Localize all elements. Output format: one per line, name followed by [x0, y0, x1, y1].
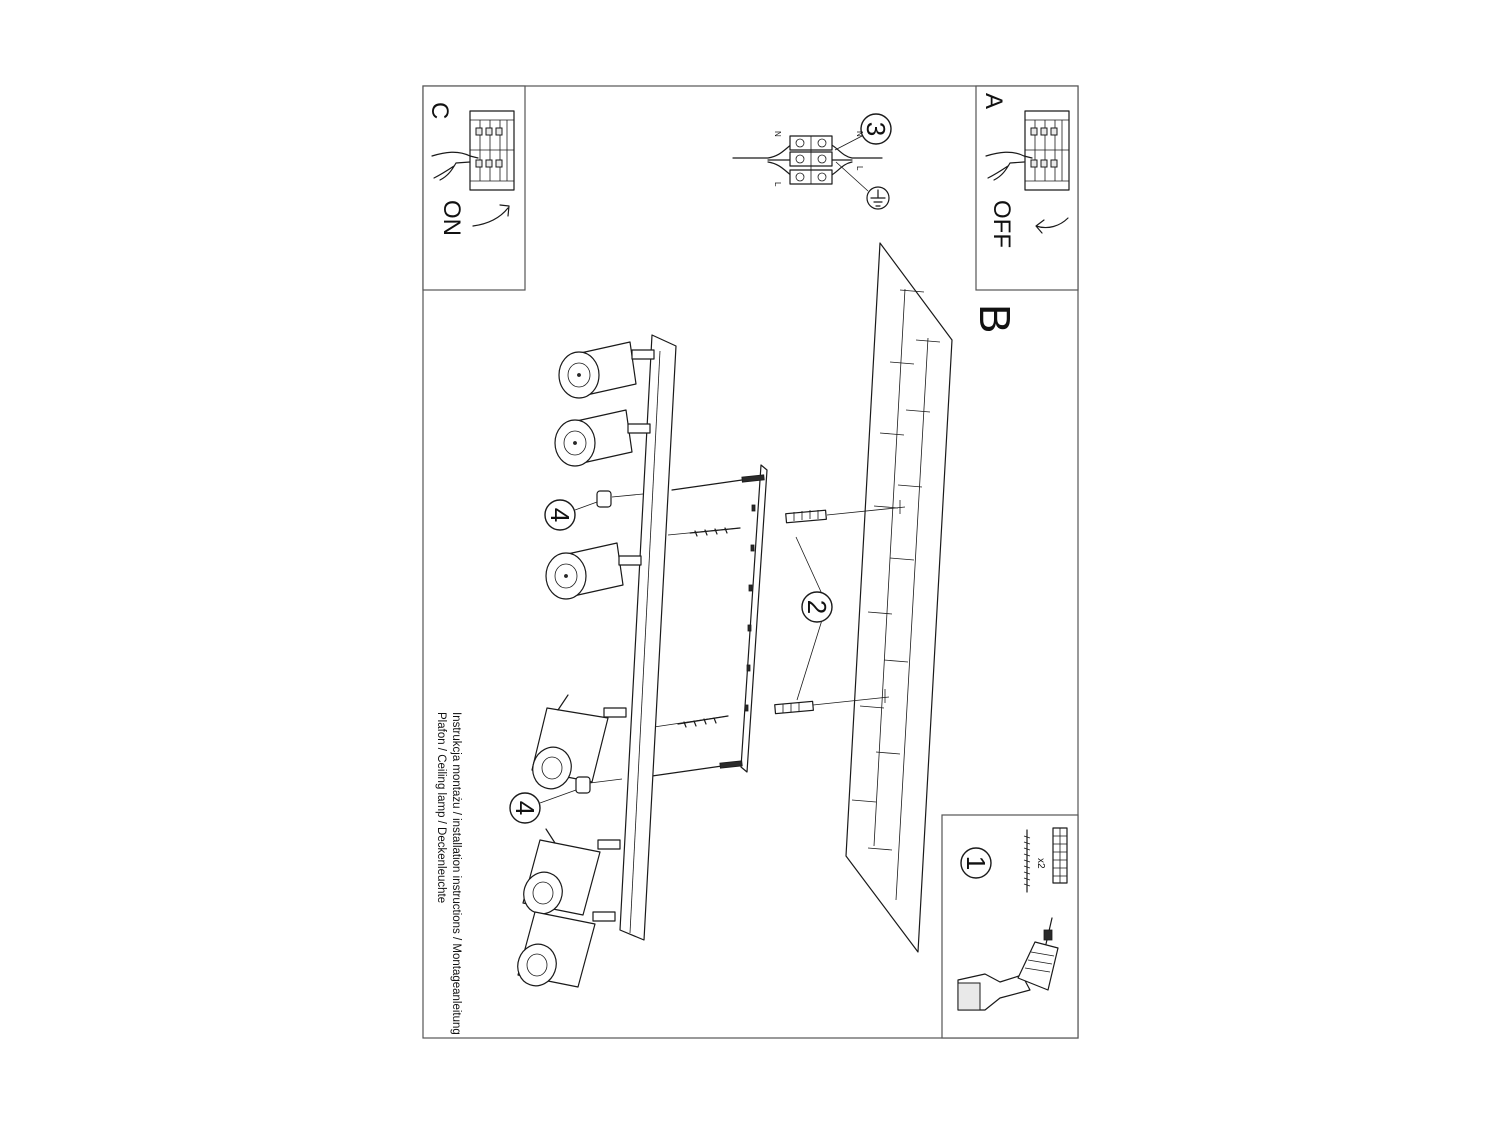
fuse-box-icon: [469, 110, 515, 191]
svg-text:4: 4: [545, 508, 575, 522]
panel-c-letter: C: [426, 102, 453, 119]
ceiling-tiles: [845, 242, 953, 953]
panel-a-letter: A: [980, 93, 1007, 109]
svg-text:4: 4: [510, 801, 540, 815]
wall-plug-lower: [774, 689, 890, 715]
panel-1-tools: 1 x2: [941, 814, 1079, 1039]
spotlight-5: [522, 828, 621, 916]
lamp-base-plate: [619, 334, 677, 941]
hand-icon: [985, 151, 1033, 181]
rotate-arrow-icon: [472, 204, 510, 227]
wiring-diagram: 3 N N L L: [732, 113, 892, 210]
panel-a-power-off: A OFF: [975, 85, 1079, 291]
spotlight-6: [517, 911, 616, 988]
step-4-callout-lower: 4: [509, 789, 577, 824]
screw-lower-base: [653, 715, 729, 728]
terminal-label-l-left: L: [773, 182, 782, 187]
spotlight-4: [531, 694, 627, 790]
wall-plug-upper: [785, 500, 906, 524]
rotate-arrow-icon: [1035, 217, 1069, 234]
panel-c-power-on: C ON: [422, 85, 526, 291]
screw-upper-bracket: [671, 474, 765, 491]
screw-icon: [1023, 829, 1031, 893]
end-cap-upper: [596, 490, 644, 508]
spotlight-2: [554, 409, 651, 467]
caption-line-2: Plafon / Ceiling lamp / Deckenleuchte: [435, 712, 447, 903]
fuse-box-icon: [1024, 110, 1070, 191]
ground-icon: [835, 161, 890, 210]
screw-upper-base: [667, 527, 741, 537]
step-4-callout-upper: 4: [544, 499, 598, 531]
step-2-callout: 2: [795, 536, 833, 701]
wall-plug-icon: [1052, 827, 1068, 884]
drill-icon: [957, 917, 1059, 1011]
svg-text:2: 2: [802, 600, 832, 614]
panel-c-state: ON: [438, 200, 465, 236]
spotlight-3: [545, 542, 642, 600]
panel-b-letter: B: [970, 304, 1019, 333]
step-1-callout: 1: [960, 847, 992, 879]
caption-line-1: Instrukcja montażu / installation instru…: [450, 712, 462, 1035]
panel-a-state: OFF: [988, 200, 1015, 248]
terminal-label-n-left: N: [773, 131, 782, 137]
terminal-block: [789, 135, 833, 185]
svg-text:1: 1: [961, 856, 991, 870]
hardware-quantity: x2: [1035, 858, 1046, 869]
svg-text:3: 3: [861, 122, 891, 136]
end-cap-lower: [575, 776, 623, 794]
spotlight-1: [558, 341, 655, 399]
mounting-bracket: [740, 464, 768, 773]
step-3-callout: 3: [860, 113, 892, 145]
terminal-label-l-right: L: [855, 166, 864, 171]
screw-lower-bracket: [651, 760, 743, 777]
terminal-label-n-right: N: [855, 131, 864, 137]
hand-icon: [431, 151, 479, 181]
